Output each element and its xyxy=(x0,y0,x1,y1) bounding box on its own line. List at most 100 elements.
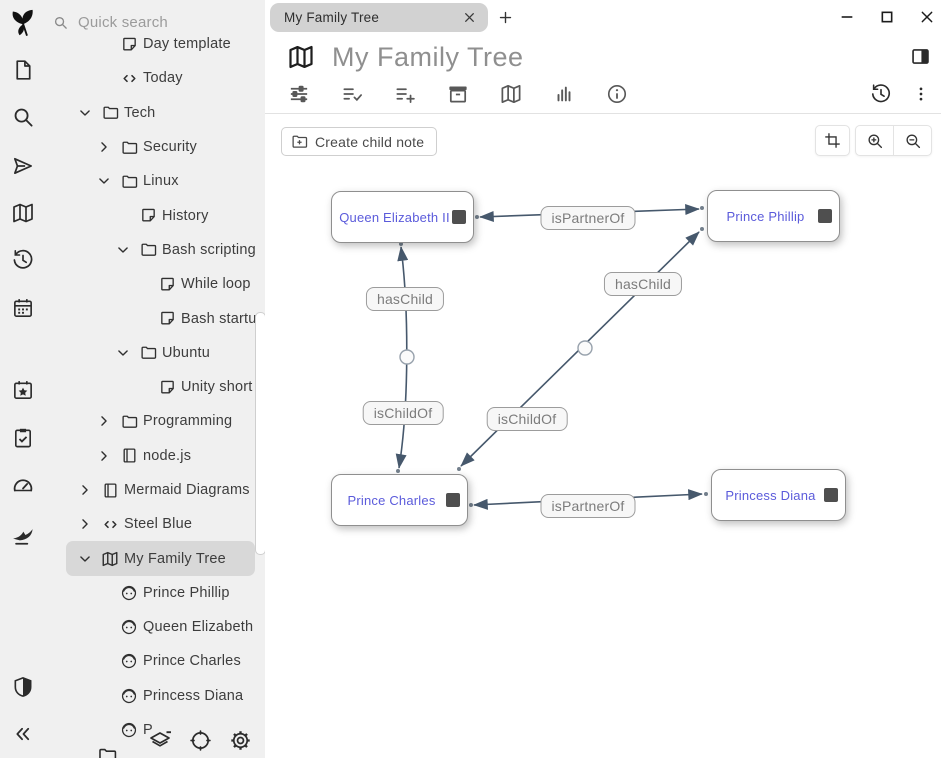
tree-item-prince-phillip[interactable]: Prince Phillip xyxy=(45,576,265,610)
new-tab-icon[interactable] xyxy=(493,5,517,29)
edge-label-ischildof: isChildOf xyxy=(486,407,568,431)
map-node-prince-phillip[interactable]: Prince Phillip xyxy=(707,190,840,242)
edge-label-ispartnerof: isPartnerOf xyxy=(540,206,636,230)
tree-item-label: Programming xyxy=(143,413,233,430)
launcher-bar xyxy=(0,0,45,758)
map-node-princess-diana[interactable]: Princess Diana xyxy=(711,469,846,521)
tree-item-day-template[interactable]: Day template xyxy=(45,36,265,61)
maximize-icon[interactable] xyxy=(879,9,895,25)
swallow-icon[interactable] xyxy=(10,523,35,548)
map-node-title[interactable]: Princess Diana xyxy=(725,487,816,503)
tree-item-bash-startu[interactable]: Bash startu xyxy=(45,301,265,335)
tree-item-linux[interactable]: Linux xyxy=(45,164,265,198)
tree-item-today[interactable]: Today xyxy=(45,61,265,95)
tree-item-programming[interactable]: Programming xyxy=(45,404,265,438)
tree-item-prince-charles[interactable]: Prince Charles xyxy=(45,644,265,678)
settings-icon[interactable] xyxy=(229,729,252,753)
close-icon[interactable] xyxy=(919,9,935,25)
quick-search-placeholder: Quick search xyxy=(78,13,168,31)
tree-item-p[interactable]: P xyxy=(45,713,265,747)
node-drag-handle[interactable] xyxy=(446,493,460,507)
task-icon[interactable] xyxy=(11,427,34,450)
tab-close-icon[interactable] xyxy=(463,11,476,24)
chevron-down-icon[interactable] xyxy=(97,174,118,188)
tree-item-node-js[interactable]: node.js xyxy=(45,439,265,473)
bar-chart-icon[interactable] xyxy=(553,83,575,105)
node-drag-handle[interactable] xyxy=(452,210,466,224)
minimize-icon[interactable] xyxy=(839,9,855,25)
chevron-down-icon[interactable] xyxy=(78,552,99,566)
info-icon[interactable] xyxy=(606,83,629,106)
list-check-icon[interactable] xyxy=(341,83,364,106)
tree-item-tech[interactable]: Tech xyxy=(45,96,265,130)
layers-icon[interactable] xyxy=(148,729,172,753)
right-pane-toggle-icon[interactable] xyxy=(910,46,931,67)
tree-scrollbar[interactable] xyxy=(255,312,265,555)
map-node-queen-elizabeth-ii[interactable]: Queen Elizabeth II xyxy=(331,191,474,243)
note-revisions-icon[interactable] xyxy=(870,83,893,106)
map-small-icon[interactable] xyxy=(500,83,523,106)
tree-item-while-loop[interactable]: While loop xyxy=(45,267,265,301)
open-map-icon[interactable] xyxy=(11,201,35,225)
create-child-note-button[interactable]: Create child note xyxy=(281,127,438,156)
tree-item-queen-elizabeth[interactable]: Queen Elizabeth xyxy=(45,610,265,644)
folder-icon xyxy=(137,344,159,361)
tree-item-label: Today xyxy=(143,70,183,87)
zoom-out-icon[interactable] xyxy=(894,126,931,155)
chevron-right-icon[interactable] xyxy=(78,517,99,531)
chevron-down-icon[interactable] xyxy=(78,106,99,120)
more-icon[interactable] xyxy=(912,85,931,104)
tree-item-mermaid-diagrams[interactable]: Mermaid Diagrams xyxy=(45,473,265,507)
chevron-right-icon[interactable] xyxy=(78,483,99,497)
tree-item-princess-diana[interactable]: Princess Diana xyxy=(45,679,265,713)
person-icon xyxy=(118,618,140,636)
tree-item-label: Ubuntu xyxy=(162,344,210,361)
search-icon[interactable] xyxy=(11,106,34,129)
chevron-down-icon[interactable] xyxy=(116,243,137,257)
map-node-title[interactable]: Prince Charles xyxy=(347,492,436,508)
tree-item-bash-scripting[interactable]: Bash scripting xyxy=(45,233,265,267)
calendar-icon[interactable] xyxy=(11,297,34,320)
reset-pan-zoom-button[interactable] xyxy=(815,125,850,156)
tune-icon[interactable] xyxy=(288,83,311,106)
archive-icon[interactable] xyxy=(447,83,470,106)
tree-item-ubuntu[interactable]: Ubuntu xyxy=(45,336,265,370)
logo-icon[interactable] xyxy=(7,7,39,39)
protected-icon[interactable] xyxy=(11,676,34,699)
tree-item-label: Day template xyxy=(143,36,231,53)
chevron-right-icon[interactable] xyxy=(97,414,118,428)
node-drag-handle[interactable] xyxy=(818,209,832,223)
list-plus-icon[interactable] xyxy=(394,83,417,106)
edge-label-haschild: hasChild xyxy=(603,272,683,296)
note-icon xyxy=(156,379,178,396)
chevron-right-icon[interactable] xyxy=(97,449,118,463)
tree-item-security[interactable]: Security xyxy=(45,130,265,164)
node-drag-handle[interactable] xyxy=(824,488,838,502)
target-icon[interactable] xyxy=(189,729,212,753)
collapse-pane-icon[interactable] xyxy=(12,724,33,745)
new-note-icon[interactable] xyxy=(11,59,34,82)
tree-item-my-family-tree[interactable]: My Family Tree xyxy=(66,541,255,576)
tree-item-unity-short[interactable]: Unity short xyxy=(45,370,265,404)
map-node-prince-charles[interactable]: Prince Charles xyxy=(331,474,468,526)
edge-label-ispartnerof: isPartnerOf xyxy=(540,494,636,518)
tree-action-buttons xyxy=(148,729,252,753)
chevron-down-icon[interactable] xyxy=(116,346,137,360)
tree-item-history[interactable]: History xyxy=(45,198,265,232)
dashboard-icon[interactable] xyxy=(11,474,35,498)
map-node-title[interactable]: Prince Phillip xyxy=(726,208,805,224)
jump-icon[interactable] xyxy=(11,155,34,178)
quick-search[interactable]: Quick search xyxy=(45,8,168,36)
note-icon xyxy=(156,276,178,293)
tab-my-family-tree[interactable]: My Family Tree xyxy=(270,3,488,32)
note-icon xyxy=(137,207,159,224)
recent-changes-icon[interactable] xyxy=(11,248,35,272)
map-node-title[interactable]: Queen Elizabeth II xyxy=(339,209,450,225)
tree-item-steel-blue[interactable]: Steel Blue xyxy=(45,507,265,541)
chevron-right-icon[interactable] xyxy=(97,140,118,154)
zoom-in-icon[interactable] xyxy=(856,126,893,155)
bookmarks-icon[interactable] xyxy=(11,379,34,402)
tree-item-label: Tech xyxy=(124,104,156,121)
